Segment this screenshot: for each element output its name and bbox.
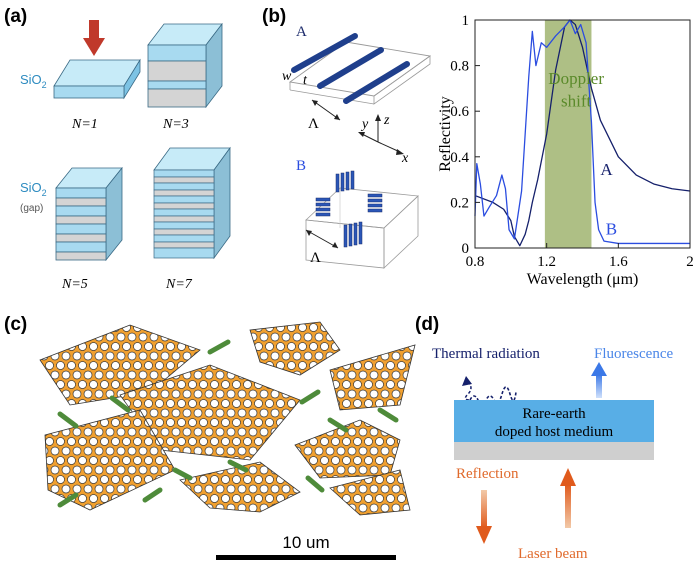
panel-c-label: (c)	[4, 314, 27, 335]
stack-n7	[153, 146, 231, 260]
thermal-wave-icon	[462, 376, 517, 405]
gap-label: (gap)	[20, 203, 43, 214]
substrate-layer	[454, 442, 654, 460]
slab-n1	[53, 58, 141, 100]
chart-x-axis-label: Wavelength (μm)	[527, 271, 639, 288]
y-tick-label: 0	[462, 241, 470, 257]
label-n3: N=3	[162, 117, 189, 132]
label-t: t	[303, 73, 308, 88]
y-tick-label: 0.4	[450, 150, 469, 166]
metasurface-b	[305, 170, 419, 269]
svg-text:SiO2: SiO2	[20, 72, 47, 90]
laser-beam-label: Laser beam	[518, 546, 588, 562]
series-line-b	[474, 19, 690, 245]
structure-a-label: A	[296, 24, 307, 40]
doppler-label-line1: Doppler	[548, 69, 604, 88]
panel-d-label: (d)	[415, 314, 439, 335]
scale-bar	[216, 555, 396, 560]
fluorescence-arrow-icon	[591, 362, 607, 398]
stack-n5	[55, 166, 123, 262]
reflectivity-chart: 0.8 1.2 1.6 2 0 0.2 0.4 0.6 0.8 1 Reflectivity Wa…	[437, 13, 694, 288]
thermal-radiation-label: Thermal radiation	[432, 346, 540, 362]
honeycomb-lattice	[39, 321, 416, 516]
axis-x-label: x	[401, 151, 409, 166]
series-line-a	[474, 19, 691, 247]
structure-b-label: B	[296, 158, 306, 174]
panel-b-label: (b)	[262, 6, 286, 27]
reflection-label: Reflection	[456, 466, 519, 482]
reflection-arrow-icon	[476, 490, 492, 544]
panel-a-label: (a)	[4, 6, 27, 27]
chart-frame	[474, 19, 691, 249]
period-arrow-a	[311, 99, 341, 121]
sio2-label-bottom: SiO2	[20, 180, 47, 198]
y-tick-label: 0.8	[450, 59, 469, 75]
series-b-label: B	[606, 219, 617, 238]
laser-arrow-icon	[560, 468, 576, 528]
host-medium-layer	[454, 400, 654, 442]
period-arrow-b	[305, 229, 339, 249]
axis-y-label: y	[360, 117, 369, 132]
label-lambda-a: Λ	[308, 116, 319, 132]
x-tick-label: 0.8	[466, 254, 485, 270]
stack-n3	[147, 22, 223, 109]
x-tick-label: 1.2	[537, 254, 556, 270]
fluorescence-label: Fluorescence	[594, 346, 673, 362]
incident-arrow-icon	[83, 20, 105, 56]
series-a-label: A	[600, 160, 613, 179]
medium-label-line2: doped host medium	[495, 424, 614, 440]
doppler-label-line2: shift	[561, 92, 592, 111]
chart-y-axis-label: Reflectivity	[437, 96, 454, 172]
label-w: w	[282, 69, 292, 84]
y-tick-label: 0.6	[450, 104, 469, 120]
grating-a	[288, 33, 432, 105]
doppler-shift-band	[544, 20, 592, 248]
y-tick-label: 0.2	[450, 195, 469, 211]
label-n7: N=7	[165, 277, 193, 292]
label-n5: N=5	[61, 277, 88, 292]
sio2-label-top: SiO2	[20, 72, 47, 90]
axes-triad-icon	[358, 114, 404, 155]
x-tick-label: 1.6	[609, 254, 628, 270]
axis-z-label: z	[383, 113, 390, 128]
label-n1: N=1	[71, 117, 98, 132]
scale-bar-label: 10 um	[282, 533, 329, 552]
label-lambda-b: Λ	[310, 250, 321, 266]
y-tick-label: 1	[462, 13, 470, 29]
x-tick-label: 2	[686, 254, 694, 270]
medium-label-line1: Rare-earth	[522, 406, 586, 422]
svg-text:SiO2: SiO2	[20, 180, 47, 198]
